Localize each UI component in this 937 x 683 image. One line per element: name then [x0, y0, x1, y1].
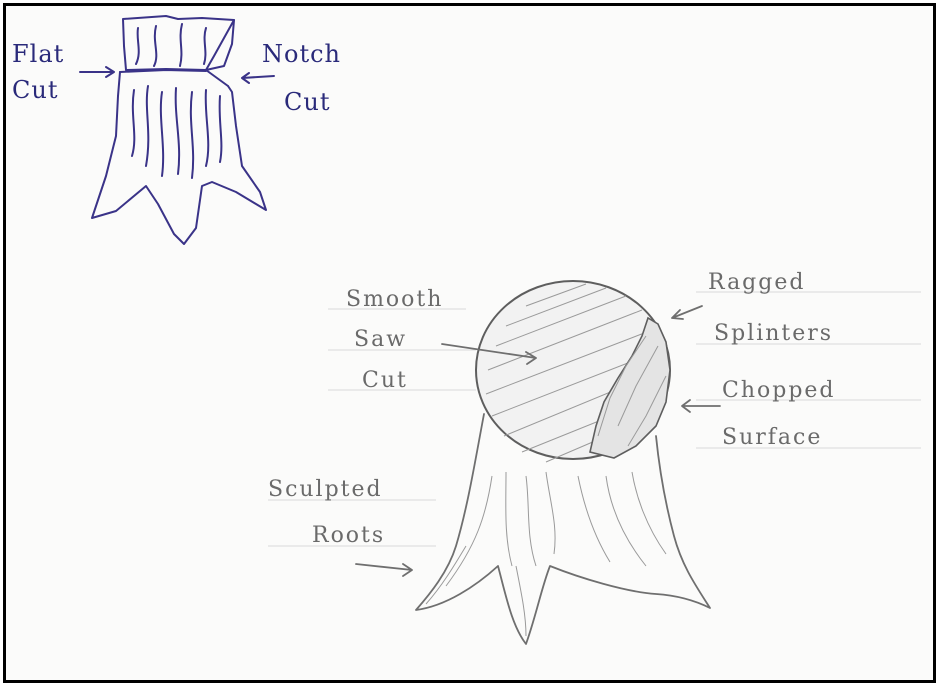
small-bark-texture — [132, 24, 221, 178]
splinters-arrow — [672, 306, 702, 319]
small-stump-sketch: Flat Cut Notch Cut — [12, 16, 341, 244]
flat-label: Flat — [12, 40, 64, 68]
log-upper-piece — [123, 16, 234, 70]
smooth-label: Smooth — [346, 287, 443, 312]
tree-stump-sketch: Flat Cut Notch Cut Smoo — [6, 6, 933, 680]
saw-label: Saw — [354, 327, 407, 352]
sculpted-label: Sculpted — [268, 477, 383, 502]
notch-wedge — [206, 20, 234, 86]
cut-label: Cut — [362, 368, 408, 393]
ragged-label: Ragged — [708, 270, 805, 295]
surface-label: Surface — [722, 425, 822, 450]
flat-cut-sub-label: Cut — [12, 76, 58, 104]
drawing-frame: Flat Cut Notch Cut Smoo — [3, 3, 936, 683]
notch-cut-sub-label: Cut — [284, 88, 330, 116]
flat-cut-arrow — [80, 67, 114, 77]
notch-cut-arrow — [242, 73, 274, 83]
roots-label: Roots — [312, 523, 385, 548]
large-bark-texture — [426, 472, 666, 636]
roots-arrow — [356, 564, 412, 576]
chopped-surface-arrow — [682, 400, 720, 412]
large-stump-sketch: Smooth Saw Cut Ragged Splinters Chopped … — [268, 270, 921, 644]
chopped-label: Chopped — [722, 378, 836, 403]
notch-label: Notch — [262, 40, 341, 68]
splinters-label: Splinters — [714, 321, 833, 346]
